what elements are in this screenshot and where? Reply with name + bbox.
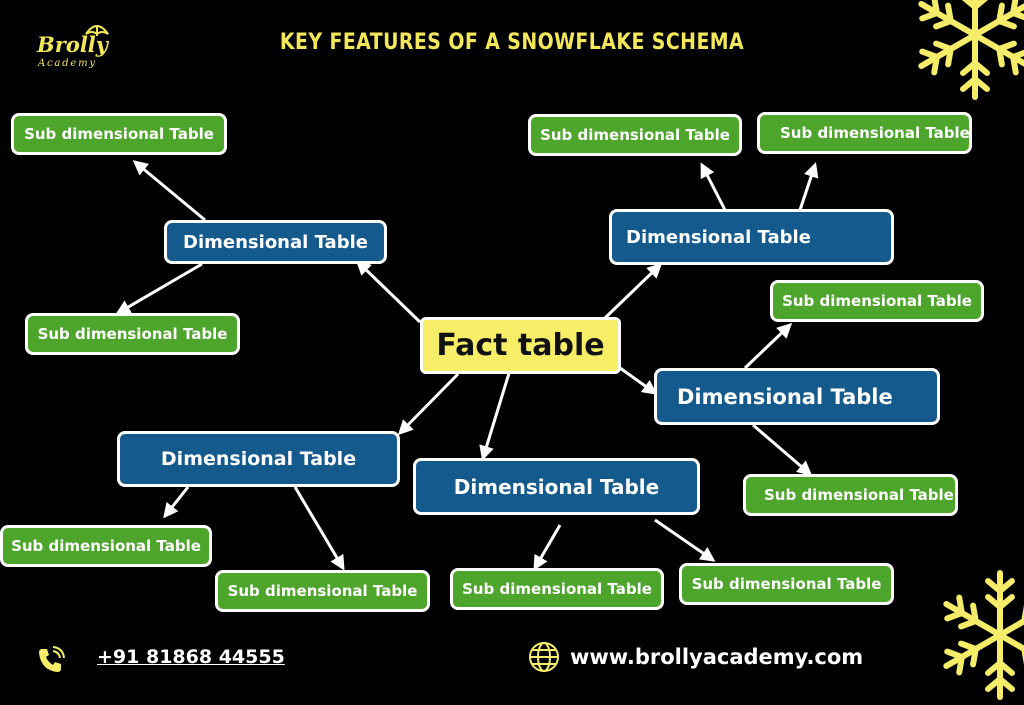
arrow [355,259,422,324]
page-title: KEY FEATURES OF A SNOWFLAKE SCHEMA [279,30,745,55]
arrow [752,423,813,476]
snowflake-icon [905,0,1024,105]
sub-dimension-node: Sub dimensional Table [743,474,958,516]
website-link[interactable]: www.brollyacademy.com [570,645,864,669]
arrow [743,322,793,370]
logo-name: Brolly [37,32,108,57]
dimension-node: Dimensional Table [117,431,400,487]
phone-number-link[interactable]: +91 81868 44555 [97,646,285,668]
fact-table-node: Fact table [420,317,621,374]
arrow [115,262,203,315]
arrow [533,524,562,571]
arrow [700,162,727,211]
connector-arrows [115,160,819,571]
dimension-node: Dimensional Table [413,458,700,515]
arrow [619,366,658,395]
dimension-node: Dimensional Table [654,368,940,425]
globe-icon [529,642,559,672]
phone-icon [39,646,65,672]
sub-dimension-node: Sub dimensional Table [25,313,240,355]
arrow [132,160,206,222]
arrow [798,162,819,211]
dimension-node: Dimensional Table [609,209,894,265]
sub-dimension-node: Sub dimensional Table [528,114,742,156]
sub-dimension-node: Sub dimensional Table [679,563,894,605]
sub-dimension-node: Sub dimensional Table [11,113,227,155]
sub-dimension-node: Sub dimensional Table [215,570,430,612]
arrow [293,486,345,571]
arrow [163,486,190,519]
sub-dimension-node: Sub dimensional Table [757,112,972,154]
dimension-node: Dimensional Table [164,220,387,264]
snowflake-icon [930,570,1024,705]
umbrella-icon [85,25,109,36]
arrow [654,518,716,562]
logo-subtitle: Academy [38,58,97,69]
arrow [603,262,663,320]
arrow [397,372,460,436]
sub-dimension-node: Sub dimensional Table [450,568,664,610]
sub-dimension-node: Sub dimensional Table [0,525,212,567]
sub-dimension-node: Sub dimensional Table [770,280,984,322]
arrow [479,369,512,461]
